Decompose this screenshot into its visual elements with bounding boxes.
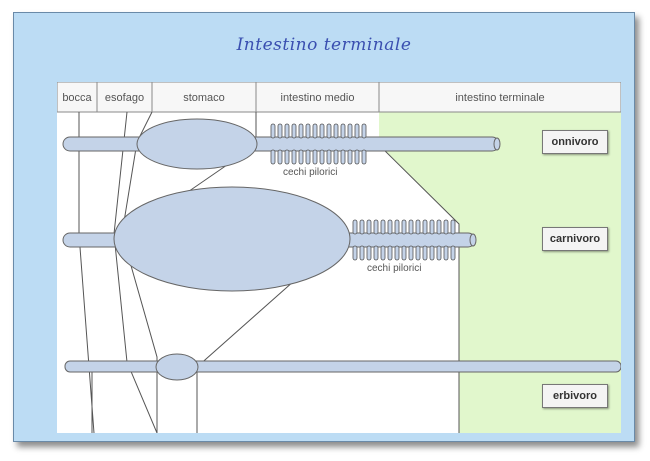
slide-frame: Intestino terminale bbox=[13, 12, 635, 442]
col-header-stomaco: stomaco bbox=[183, 92, 225, 104]
slide-title: Intestino terminale bbox=[236, 35, 412, 55]
col-header-bocca: bocca bbox=[62, 92, 92, 104]
herbivore-stomach bbox=[155, 353, 199, 381]
omnivore-pyloric-ceca bbox=[270, 123, 367, 165]
label-pyloric-ceca-carnivore: cechi pilorici bbox=[367, 263, 422, 274]
header-row bbox=[57, 82, 621, 113]
digestive-diagram: bocca esofago stomaco intestino medio in… bbox=[57, 82, 621, 433]
label-pyloric-ceca-omnivore: cechi pilorici bbox=[283, 167, 338, 178]
terminal-intestine-region bbox=[379, 112, 621, 433]
col-header-intestino-terminale: intestino terminale bbox=[455, 92, 545, 104]
carnivore-pyloric-ceca bbox=[352, 219, 456, 261]
animal-label-omnivore: onnivoro bbox=[542, 130, 608, 154]
diagram-canvas bbox=[57, 82, 621, 433]
herbivore-tract bbox=[64, 353, 621, 381]
col-header-esofago: esofago bbox=[104, 92, 145, 104]
animal-label-carnivore: carnivoro bbox=[542, 227, 608, 251]
omnivore-stomach bbox=[136, 118, 258, 170]
col-header-intestino-medio: intestino medio bbox=[280, 92, 355, 104]
carnivore-tract bbox=[62, 186, 477, 292]
omnivore-tract bbox=[62, 118, 501, 170]
carnivore-stomach bbox=[113, 186, 351, 292]
animal-label-herbivore: erbivoro bbox=[542, 384, 608, 408]
